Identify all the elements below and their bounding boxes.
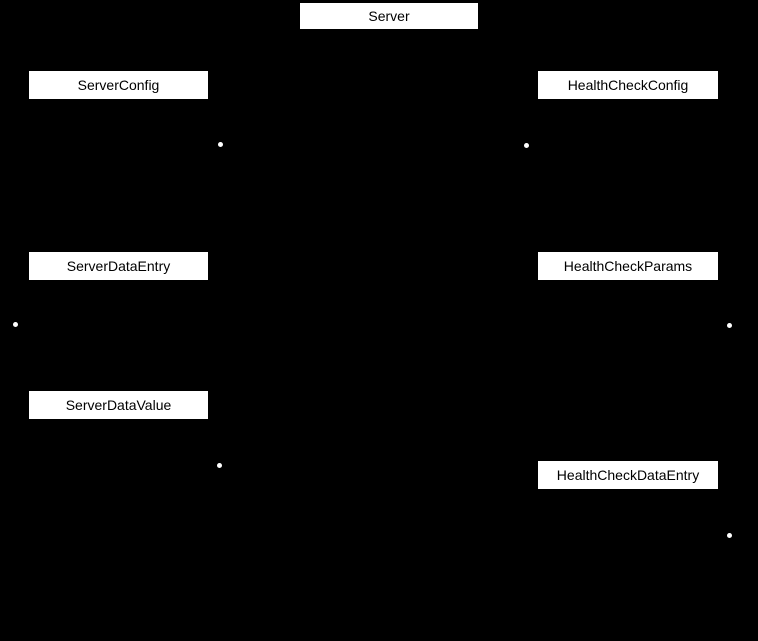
- edge-endpoint-dot-icon: [524, 143, 529, 148]
- node-server: Server: [300, 3, 478, 29]
- edge-endpoint-dot-icon: [727, 323, 732, 328]
- node-server-config: ServerConfig: [29, 71, 208, 99]
- node-health-check-config: HealthCheckConfig: [538, 71, 718, 99]
- edge-endpoint-dot-icon: [727, 533, 732, 538]
- edge-endpoint-dot-icon: [217, 463, 222, 468]
- node-health-check-data-entry: HealthCheckDataEntry: [538, 461, 718, 489]
- node-server-data-entry: ServerDataEntry: [29, 252, 208, 280]
- node-server-data-value: ServerDataValue: [29, 391, 208, 419]
- edge-endpoint-dot-icon: [218, 142, 223, 147]
- node-health-check-params: HealthCheckParams: [538, 252, 718, 280]
- edge-endpoint-dot-icon: [13, 322, 18, 327]
